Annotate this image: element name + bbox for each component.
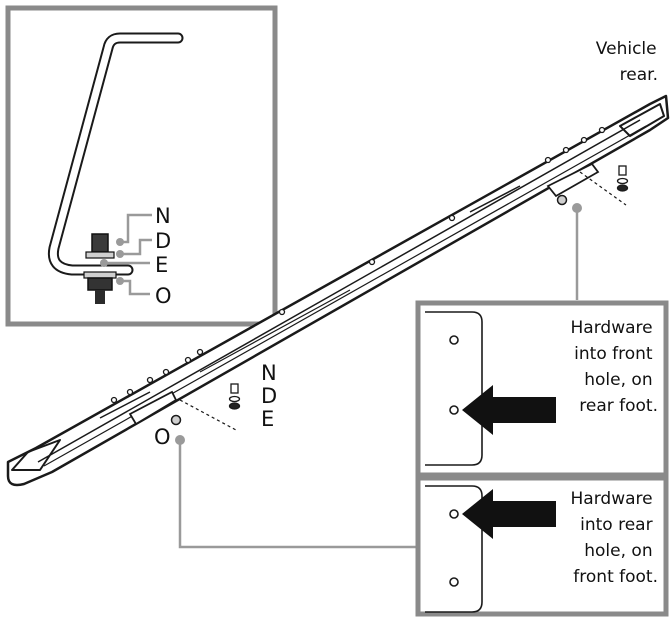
orientation-label: Vehicle rear.	[596, 39, 662, 85]
orientation-line-1: Vehicle	[596, 39, 657, 59]
orientation-line-2: rear.	[620, 65, 658, 85]
rear-bolt	[618, 165, 627, 176]
rear-foot-rear-hole	[449, 405, 459, 415]
callout-front-foot: Hardware into rear hole, on front foot.	[415, 475, 669, 617]
callout-rear-line-1: Hardware	[571, 318, 653, 338]
leader-front-foot	[178, 440, 420, 549]
rail-holes	[110, 126, 606, 404]
rear-foot-nut	[556, 194, 568, 206]
bolt-head	[91, 233, 109, 253]
bent-rod-inner	[49, 34, 182, 274]
front-foot-arrow	[462, 489, 556, 539]
nut	[87, 277, 113, 291]
rail-label-o: O	[154, 425, 171, 449]
callout-rear-line-4: rear foot.	[579, 396, 658, 416]
leader-dot-front	[175, 435, 185, 445]
callout-rear-line-3: hole, on	[584, 370, 652, 390]
rail-label-e: E	[261, 407, 274, 431]
callout-front-line-3: hole, on	[584, 541, 652, 561]
callout-front-line-1: Hardware	[571, 489, 653, 509]
washer-lower	[83, 271, 117, 279]
front-foot-rear-hole	[449, 509, 459, 519]
hardware-detail-inset: N D E O	[5, 5, 278, 327]
callout-rear-line-2: into front	[574, 344, 653, 364]
rail-end-right	[619, 103, 665, 137]
front-foot-bracket	[128, 390, 178, 426]
front-bolt	[230, 383, 239, 394]
front-foot-front-hole	[449, 577, 459, 587]
inset-label-o: O	[155, 284, 172, 308]
rear-foot-assembly	[546, 162, 629, 206]
rear-washer-2	[616, 184, 629, 192]
rail-label-d: D	[261, 384, 277, 408]
rear-foot-arrow	[462, 385, 556, 435]
rail-outline	[6, 94, 670, 487]
callout-front-line-4: front foot.	[573, 567, 658, 587]
bolt-shank	[95, 290, 105, 304]
rear-foot-front-hole	[449, 335, 459, 345]
leader-lines	[178, 208, 579, 549]
rear-foot-plate	[425, 311, 483, 466]
front-foot-nut	[170, 414, 182, 426]
callout-rear-foot: Hardware into front hole, on rear foot.	[415, 300, 669, 478]
rail-slot-2	[469, 185, 521, 213]
callout-front-text: Hardware into rear hole, on front foot.	[571, 489, 658, 587]
inset-label-e: E	[155, 253, 168, 277]
front-washer-1	[228, 395, 241, 403]
washer-top	[85, 251, 115, 259]
rear-foot-bracket	[546, 162, 600, 198]
front-foot-dash	[179, 399, 237, 431]
inset-frame	[5, 5, 278, 327]
rail-label-n: N	[261, 361, 277, 385]
rail-slot-3	[199, 289, 351, 373]
rail-end-left	[11, 439, 61, 471]
rail-inner-line	[37, 119, 641, 463]
front-washer-2	[228, 402, 241, 410]
callout-rear-text: Hardware into front hole, on rear foot.	[571, 318, 658, 416]
rear-washer-1	[616, 177, 629, 185]
rail-slot-1	[99, 391, 151, 419]
callout-front-line-2: into rear	[580, 515, 652, 535]
inset-label-n: N	[155, 204, 171, 228]
leader-dot-rear	[572, 203, 582, 213]
inset-label-d: D	[155, 229, 171, 253]
front-foot-assembly	[128, 383, 241, 431]
